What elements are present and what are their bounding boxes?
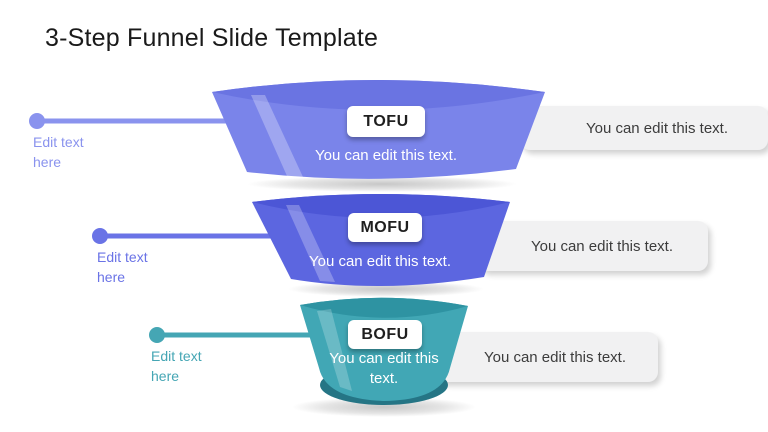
stage-text-mofu[interactable]: You can edit this text. (308, 253, 452, 270)
stage-text-tofu[interactable]: You can edit this text. (314, 147, 458, 164)
edit-label-mofu[interactable]: Edit text here (97, 249, 148, 285)
mofu-shadow (288, 281, 484, 297)
edit-label-bofu[interactable]: Edit text here (151, 348, 202, 384)
note-text-mofu: You can edit this text. (530, 237, 674, 255)
tofu-top-rim (212, 80, 545, 110)
note-text-bofu: You can edit this text. (483, 348, 627, 366)
bofu-highlight (317, 309, 352, 391)
mofu-highlight (286, 205, 335, 282)
note-box-bofu[interactable]: You can edit this text. (436, 332, 658, 382)
bofu-body-shape[interactable] (300, 297, 468, 401)
connector-dot-bofu (149, 327, 165, 343)
mofu-top-rim (252, 194, 510, 218)
note-box-tofu[interactable]: You can edit this text. (520, 106, 768, 150)
stage-text-bofu[interactable]: You can edit this text. (329, 350, 439, 387)
connector-dot-tofu (29, 113, 45, 129)
slide-title[interactable]: 3-Step Funnel Slide Template (45, 24, 379, 52)
connector-dot-mofu (92, 228, 108, 244)
tofu-shadow (247, 176, 517, 192)
bofu-shadow (292, 397, 476, 417)
bofu-top-rim (300, 297, 468, 318)
funnel-stage-bofu[interactable] (300, 297, 468, 405)
note-box-mofu[interactable]: You can edit this text. (478, 221, 708, 271)
note-text-tofu: You can edit this text. (585, 119, 729, 137)
stage-label-chip-mofu[interactable]: MOFU (348, 213, 422, 242)
tofu-highlight (251, 95, 303, 177)
stage-label-chip-bofu[interactable]: BOFU (348, 320, 422, 349)
edit-label-tofu[interactable]: Edit text here (33, 134, 84, 170)
stage-label-chip-tofu[interactable]: TOFU (347, 106, 425, 137)
